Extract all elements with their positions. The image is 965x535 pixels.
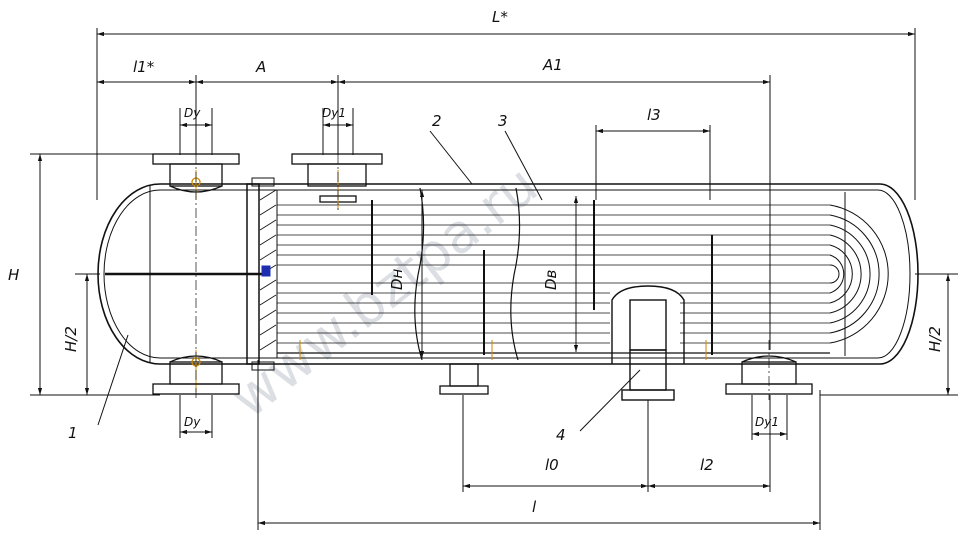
dim-inner-diameter: Dв [542,269,560,290]
dim-dy-bottom: Dy [184,415,201,429]
dim-dy1-top: Dy1 [322,106,346,120]
dim-l1: l1* [133,58,155,76]
dim-dy1-bottom: Dy1 [755,415,779,429]
dim-l0: l0 [545,456,559,474]
dim-dy-top: Dy [184,106,201,120]
shell-body [97,183,919,365]
dim-h-half-left: H/2 [62,326,80,352]
callout-4: 4 [556,426,566,444]
support-saddle [611,285,685,401]
dim-h: H [8,266,19,284]
u-bends [829,192,889,356]
callout-1: 1 [68,424,78,442]
tube-bundle [277,204,830,344]
dim-outer-diameter: Dн [388,268,406,290]
dim-l3: l3 [647,106,661,124]
nozzle-top-right [291,153,383,203]
dim-h-half-right: H/2 [926,326,944,352]
nozzle-bottom-middle [439,363,489,395]
dim-overall-length: L* [492,8,508,26]
callout-2: 2 [432,112,442,130]
dim-a1: A1 [542,56,563,74]
callout-3: 3 [498,112,508,130]
dim-l2: l2 [700,456,714,474]
dim-l: l [532,498,537,516]
tube-sheet [246,177,278,371]
baffles [371,200,713,355]
dim-a: A [255,58,266,76]
